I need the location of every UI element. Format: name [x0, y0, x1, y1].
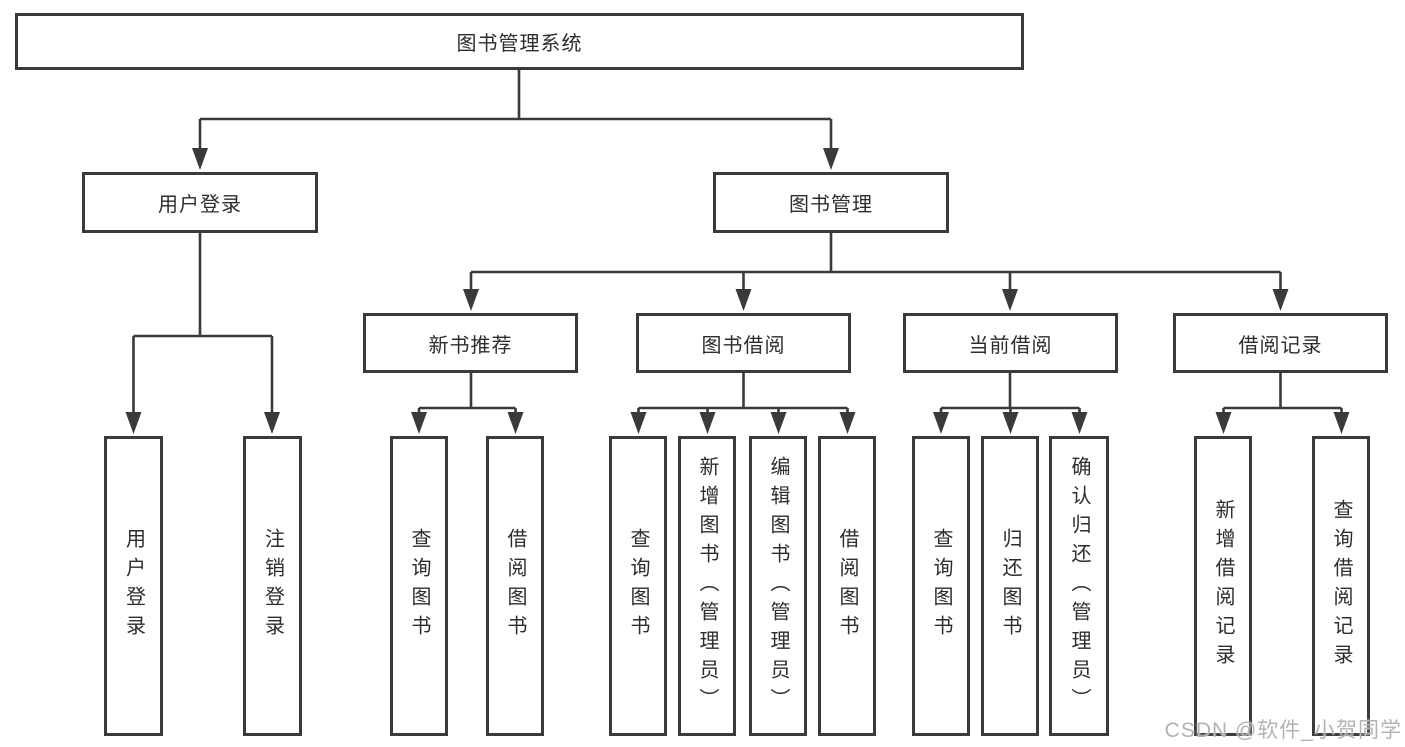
node-book-management: 图书管理	[713, 172, 949, 233]
node-root: 图书管理系统	[15, 13, 1024, 70]
leaf-query-borrow-record: 查询借阅记录	[1312, 436, 1370, 736]
leaf-query-books-3: 查询图书	[912, 436, 970, 736]
watermark: CSDN @软件_小贺同学	[1164, 719, 1402, 742]
node-book-borrow: 图书借阅	[636, 313, 851, 373]
leaf-return-book: 归还图书	[981, 436, 1039, 736]
leaf-add-book-admin: 新增图书（管理员）	[678, 436, 736, 736]
leaf-logout: 注销登录	[243, 436, 302, 736]
leaf-edit-book-admin: 编辑图书（管理员）	[749, 436, 807, 736]
leaf-confirm-return-admin: 确认归还（管理员）	[1049, 436, 1109, 736]
node-user-login: 用户登录	[82, 172, 318, 233]
node-current-borrow: 当前借阅	[903, 313, 1118, 373]
leaf-query-books-1: 查询图书	[390, 436, 448, 736]
leaf-add-borrow-record: 新增借阅记录	[1194, 436, 1252, 736]
leaf-borrow-books-1: 借阅图书	[486, 436, 544, 736]
node-new-book-recommend: 新书推荐	[363, 313, 578, 373]
leaf-query-books-2: 查询图书	[609, 436, 667, 736]
node-borrow-records: 借阅记录	[1173, 313, 1388, 373]
leaf-borrow-books-2: 借阅图书	[818, 436, 876, 736]
leaf-user-login: 用户登录	[104, 436, 163, 736]
